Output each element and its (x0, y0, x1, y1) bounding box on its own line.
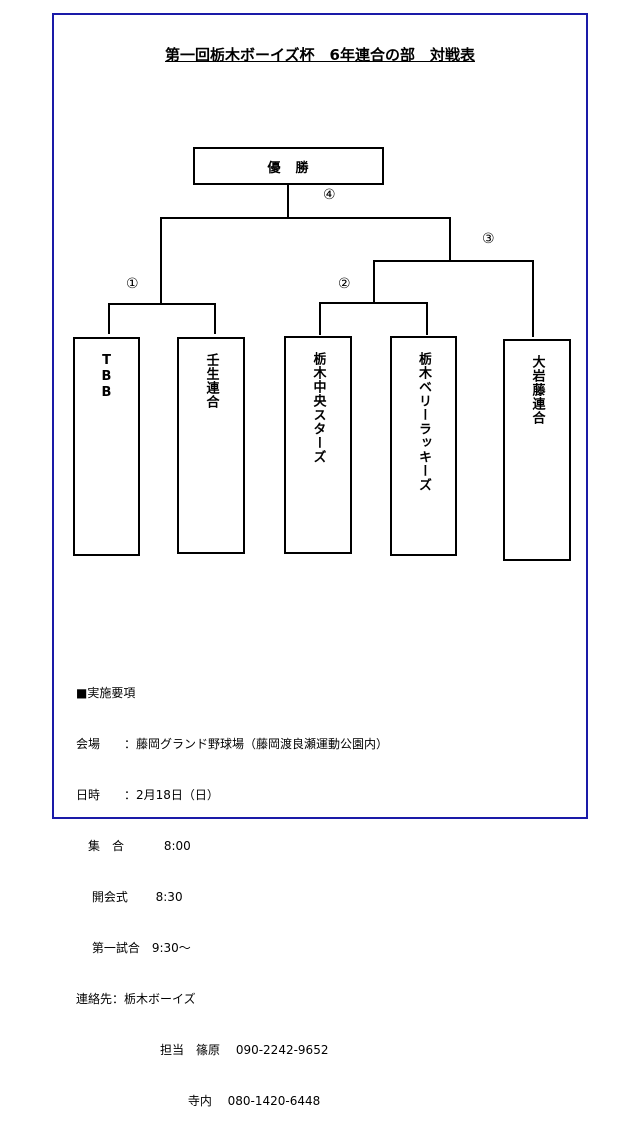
bracket-line (214, 303, 216, 334)
event-details: ■実施要項 会場 ：藤岡グランド野球場（藤岡渡良瀬運動公園内） 日時 ：2月18… (76, 651, 388, 1127)
bracket-line (287, 184, 289, 219)
team-name: 壬生連合 (203, 353, 219, 409)
bracket-line (160, 217, 451, 219)
bracket-line (373, 260, 375, 304)
winner-box: 優 勝 (193, 147, 384, 185)
opening-time: 開会式 8:30 (76, 890, 183, 904)
bracket-line (449, 217, 451, 262)
team-box-tochigi-berry: 栃木ベリーラッキーズ (390, 336, 457, 556)
bracket-line (319, 302, 321, 335)
contact-person-1: 担当 篠原 090-2242-9652 (76, 1043, 329, 1057)
match-number-3: ③ (482, 231, 495, 247)
date: 日時 ：2月18日（日） (76, 788, 219, 802)
bracket-line (160, 217, 162, 305)
page-title: 第一回栃木ボーイズ杯 6年連合の部 対戦表 (0, 44, 640, 65)
team-name: 大岩藤連合 (529, 355, 545, 425)
first-game-time: 第一試合 9:30～ (76, 941, 191, 955)
bracket-line (319, 302, 428, 304)
match-number-1: ① (126, 276, 139, 292)
bracket-line (426, 302, 428, 335)
team-box-tochigi-chuo: 栃木中央スターズ (284, 336, 352, 554)
team-box-oiwafuji: 大岩藤連合 (503, 339, 571, 561)
bracket-line (108, 303, 216, 305)
team-name: TBB (99, 353, 114, 401)
team-box-mibu: 壬生連合 (177, 337, 245, 554)
match-number-4: ④ (323, 187, 336, 203)
winner-label: 優 勝 (267, 160, 310, 176)
page-border (52, 13, 588, 819)
match-number-2: ② (338, 276, 351, 292)
contact: 連絡先：栃木ボーイズ (76, 992, 196, 1006)
bracket-line (532, 260, 534, 337)
team-box-tbb: TBB (73, 337, 140, 556)
bracket-line (108, 303, 110, 334)
title-text: 第一回栃木ボーイズ杯 6年連合の部 対戦表 (165, 46, 475, 64)
team-name: 栃木中央スターズ (310, 352, 326, 464)
bracket-line (373, 260, 534, 262)
venue: 会場 ：藤岡グランド野球場（藤岡渡良瀬運動公園内） (76, 737, 389, 751)
details-heading: ■実施要項 (76, 686, 136, 700)
team-name: 栃木ベリーラッキーズ (416, 352, 431, 492)
assembly-time: 集 合 8:00 (76, 839, 191, 853)
contact-person-2: 寺内 080-1420-6448 (76, 1094, 321, 1108)
